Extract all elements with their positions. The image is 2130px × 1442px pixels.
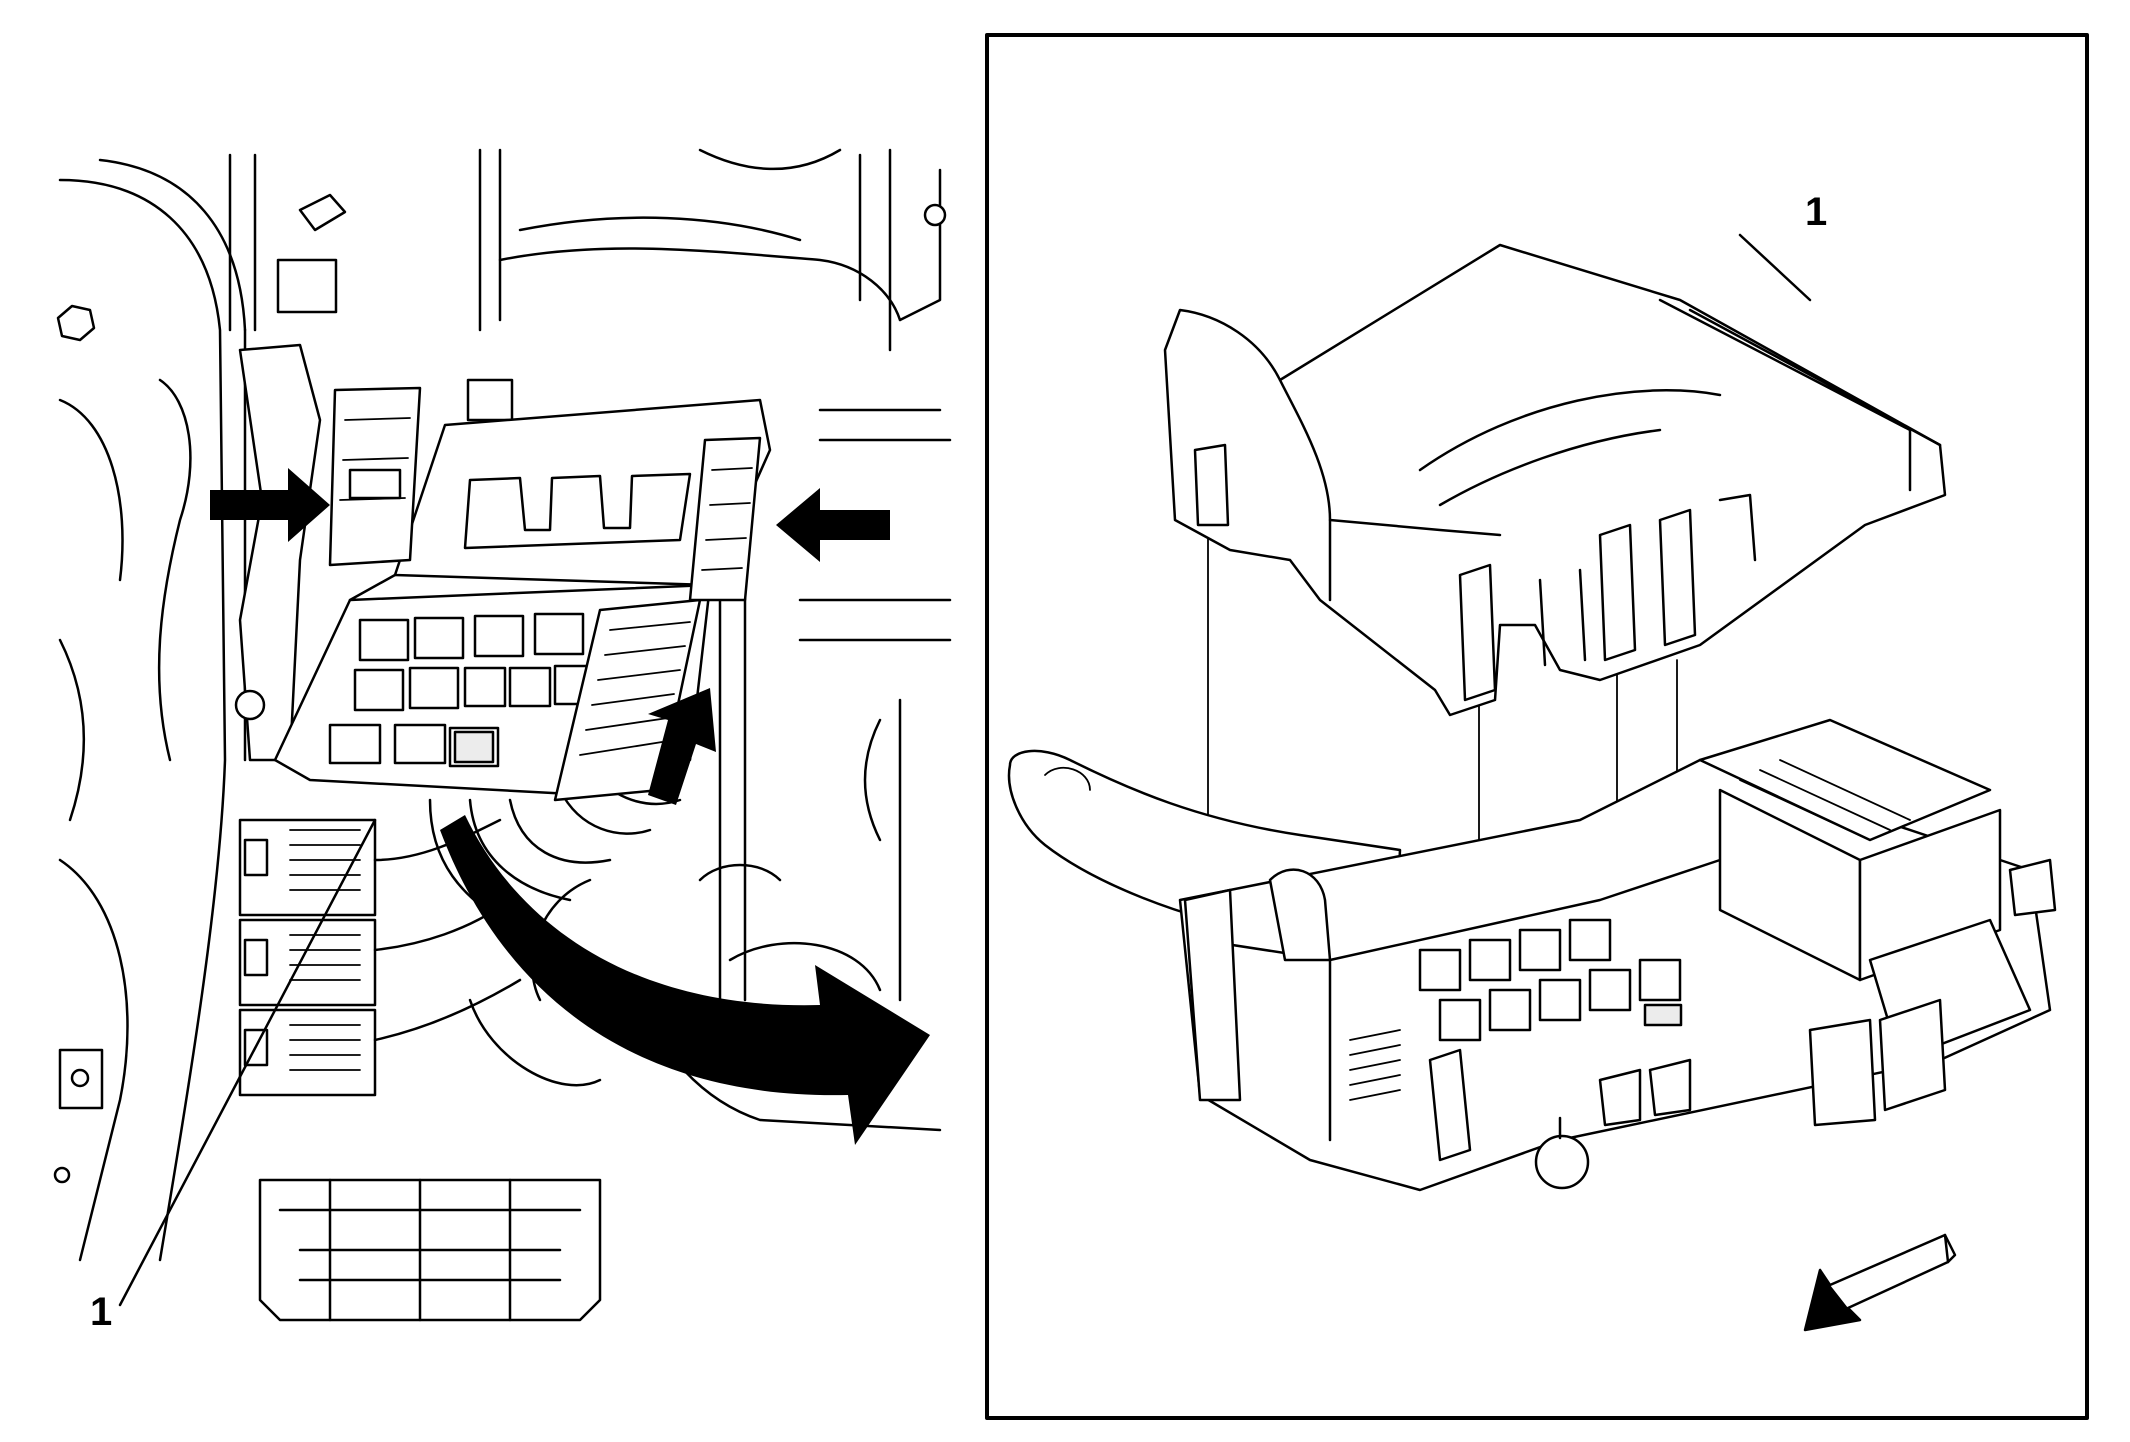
right-callout-1-leader	[1738, 233, 1812, 302]
right-panel-frame	[985, 33, 2089, 1420]
release-arrow-left-icon	[210, 468, 330, 542]
release-arrow-up-icon	[648, 688, 716, 805]
screw-icon	[53, 1166, 71, 1184]
clip-square-icon	[276, 258, 338, 314]
hex-bolt-icon	[56, 304, 96, 342]
screw-icon	[70, 1068, 90, 1088]
release-arrow-right-icon	[776, 488, 890, 562]
clip-square-icon	[466, 378, 514, 422]
pin-icon	[298, 193, 347, 232]
orientation-arrow-icon	[1803, 1233, 1957, 1332]
fuse-block-assembly	[273, 386, 772, 802]
fuse-block-cover	[1163, 243, 1947, 717]
lower-module	[258, 1178, 602, 1322]
left-callout-1: 1	[90, 1290, 112, 1334]
left-callout-1-leader	[118, 818, 377, 1307]
base-cavities	[1418, 918, 1683, 1042]
left-panel-vehicle-view: 1	[53, 148, 952, 1334]
fuse-cavities	[328, 612, 597, 768]
locking-knob-icon	[1534, 1134, 1590, 1190]
screw-icon	[923, 203, 947, 227]
removal-direction-arrow-icon	[440, 815, 930, 1145]
fuse-block-base	[1007, 718, 2057, 1192]
bracket-bolt-icon	[234, 689, 266, 721]
harness-connector-stack	[238, 818, 522, 1097]
right-panel-exploded-view: 1	[985, 33, 2089, 1420]
right-callout-1: 1	[1805, 190, 1827, 234]
